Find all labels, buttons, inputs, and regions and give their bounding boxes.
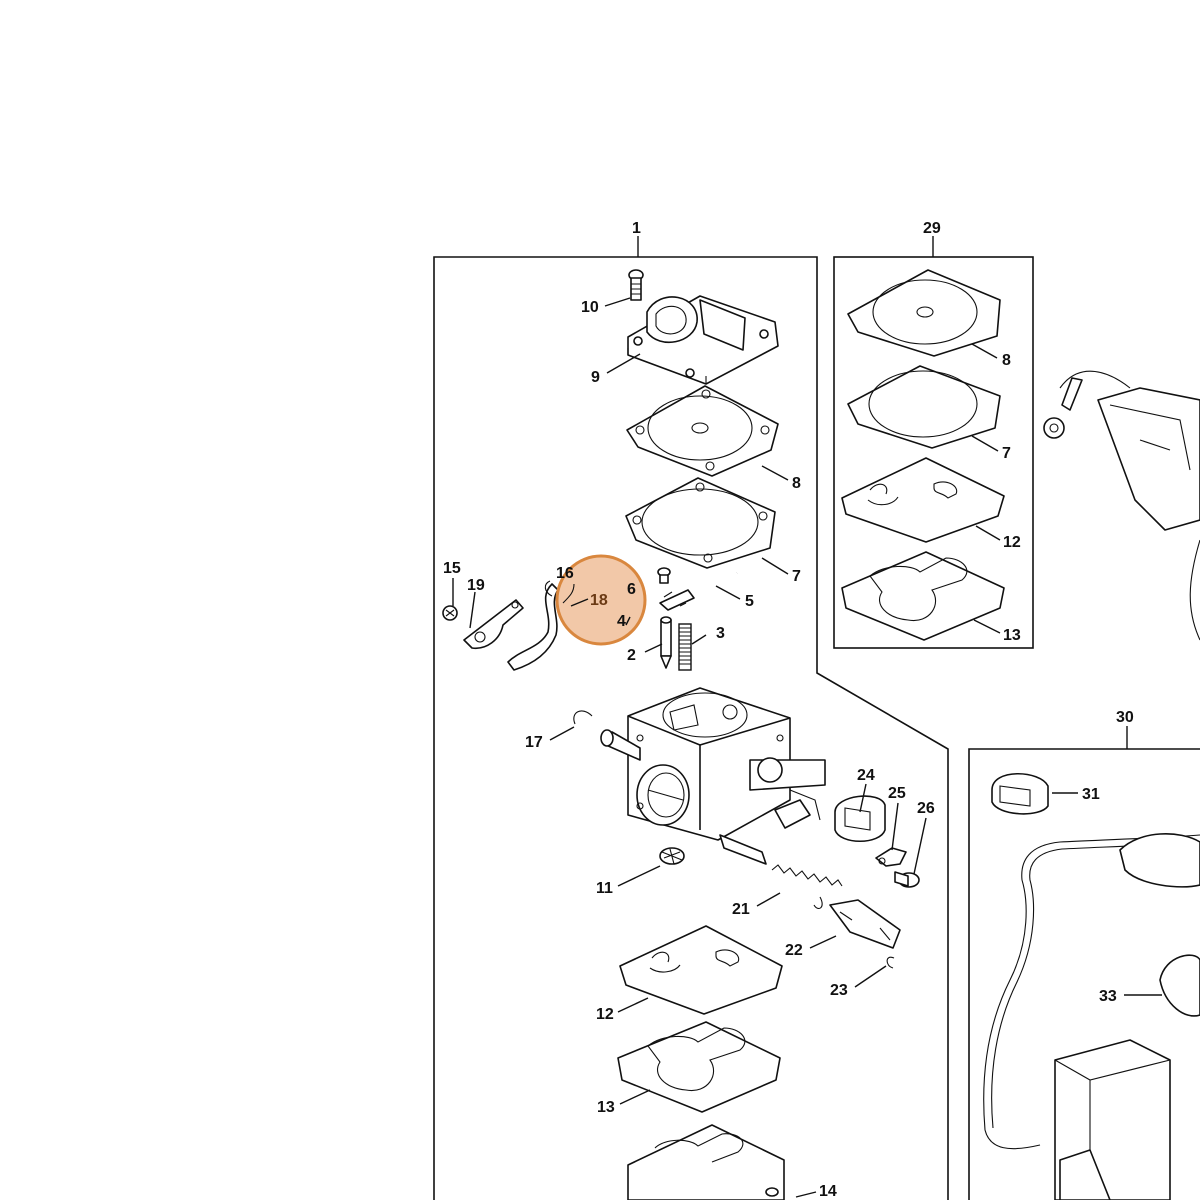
callout-33[interactable]: 33 (1099, 988, 1117, 1005)
callout-15[interactable]: 15 (443, 560, 461, 577)
callout-labels: 1 29 30 10 9 8 7 15 19 16 18 6 5 4 3 2 1… (443, 220, 1134, 1200)
strainer-screen-part-11 (659, 847, 685, 865)
callout-21[interactable]: 21 (732, 901, 750, 918)
leader-lines (452, 297, 1162, 1198)
callout-7[interactable]: 7 (792, 568, 801, 585)
frame-assembly-1 (433, 236, 949, 1200)
callout-kit-8[interactable]: 8 (1002, 352, 1011, 369)
callout-13[interactable]: 13 (597, 1099, 615, 1116)
callout-8[interactable]: 8 (792, 475, 801, 492)
connector-part-31 (991, 772, 1049, 815)
lever-part-22 (829, 899, 901, 949)
callout-31[interactable]: 31 (1082, 786, 1100, 803)
callout-29[interactable]: 29 (923, 220, 941, 237)
callout-25[interactable]: 25 (888, 785, 906, 802)
callout-30[interactable]: 30 (1116, 709, 1134, 726)
kit-gasket-part-13 (841, 551, 1005, 641)
pump-diaphragm-part-8 (626, 385, 779, 477)
ignition-cable-assembly (1043, 370, 1200, 641)
pump-cover-part-9 (627, 295, 779, 385)
screw-part-14 (765, 1187, 779, 1197)
callout-14[interactable]: 14 (819, 1183, 837, 1200)
ignition-module-part-33 (983, 833, 1200, 1200)
clip-part-17 (573, 710, 593, 725)
pin-part-5 (689, 571, 738, 594)
frame-assembly-30 (968, 726, 1200, 1200)
callout-6[interactable]: 6 (627, 581, 636, 598)
callout-kit-12[interactable]: 12 (1003, 534, 1021, 551)
callout-11[interactable]: 11 (596, 880, 613, 897)
kit-diaphragm-part-8 (847, 269, 1001, 357)
callout-19[interactable]: 19 (467, 577, 485, 594)
diaphragm-part-12 (619, 925, 783, 1015)
callout-10[interactable]: 10 (581, 299, 599, 316)
carburetor-body (600, 687, 826, 865)
callout-4[interactable]: 4 (617, 613, 626, 630)
clip-part-16 (544, 580, 553, 597)
inlet-needle-part-2 (660, 616, 672, 669)
lever-part-18 (507, 583, 559, 671)
clip-part-25 (875, 847, 907, 867)
screw-part-15 (442, 605, 458, 621)
spring-part-21 (771, 864, 843, 909)
callout-2[interactable]: 2 (627, 647, 636, 664)
metering-lever-part-4 (659, 589, 695, 611)
gasket-part-7 (625, 477, 776, 569)
lever-part-19 (463, 599, 524, 650)
kit-diaphragm-part-12 (841, 457, 1005, 543)
callout-3[interactable]: 3 (716, 625, 725, 642)
callout-kit-7[interactable]: 7 (1002, 445, 1011, 462)
clip-part-23 (886, 956, 895, 969)
highlight-marker (555, 554, 647, 646)
screw-part-10 (628, 269, 644, 301)
callout-9[interactable]: 9 (591, 369, 600, 386)
callout-22[interactable]: 22 (785, 942, 803, 959)
screw-part-6 (657, 567, 671, 584)
callout-26[interactable]: 26 (917, 800, 935, 817)
callout-23[interactable]: 23 (830, 982, 848, 999)
callout-1[interactable]: 1 (632, 220, 641, 237)
callout-16[interactable]: 16 (556, 565, 574, 582)
callout-kit-13[interactable]: 13 (1003, 627, 1021, 644)
frame-kit-29 (833, 236, 1034, 649)
gasket-part-13 (617, 1021, 781, 1113)
kit-gasket-part-7 (847, 365, 1001, 449)
screw-part-26 (894, 871, 920, 888)
callout-24[interactable]: 24 (857, 767, 875, 784)
spring-part-3 (678, 623, 692, 671)
knob-part-24 (834, 795, 886, 842)
callout-17[interactable]: 17 (525, 734, 543, 751)
callout-12[interactable]: 12 (596, 1006, 614, 1023)
callout-5[interactable]: 5 (745, 593, 754, 610)
callout-18[interactable]: 18 (590, 592, 608, 609)
metering-plate-part (627, 1124, 785, 1200)
